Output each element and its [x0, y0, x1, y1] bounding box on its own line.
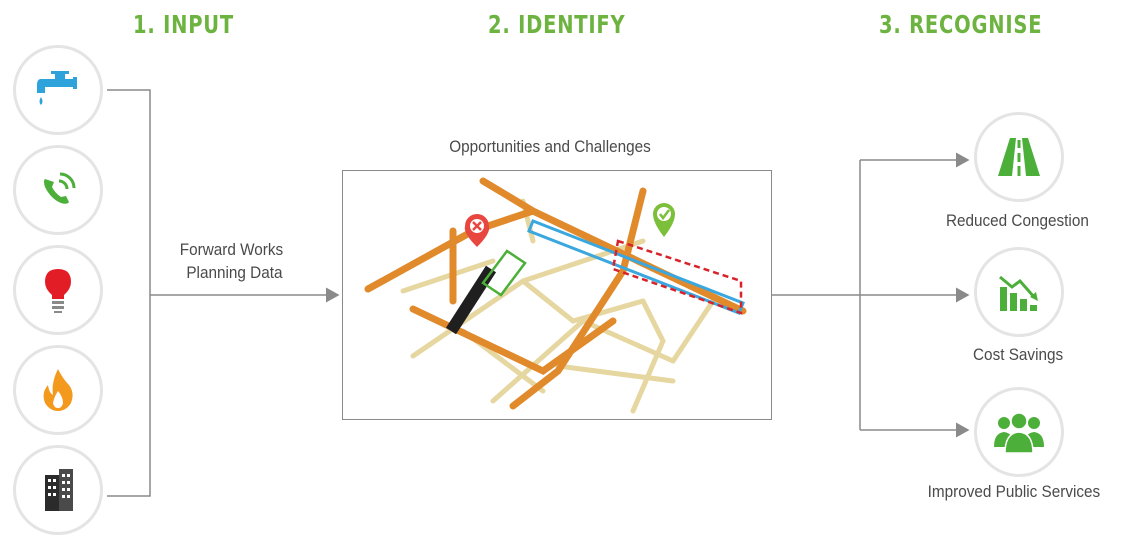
people-group-icon: [994, 412, 1044, 454]
input-circle-building: [13, 445, 103, 535]
building-icon: [45, 469, 73, 511]
outcome-circle-congestion: [974, 112, 1064, 202]
map-title: Opportunities and Challenges: [449, 137, 651, 156]
input-label-line1: Forward Works: [179, 240, 284, 259]
input-bracket-line: [107, 89, 151, 497]
outcome-circle-savings: [974, 247, 1064, 337]
savings-chart-icon: [999, 275, 1038, 311]
water-tap-icon: [37, 71, 77, 105]
step-recognise-heading: 3. RECOGNISE: [879, 10, 1043, 39]
step-identify-heading: 2. IDENTIFY: [488, 10, 626, 39]
input-circle-water: [13, 45, 103, 135]
outcome-circle-services: [974, 387, 1064, 477]
fire-icon: [43, 369, 73, 411]
outcome-label-savings: Cost Savings: [973, 345, 1064, 364]
outcome-label-services: Improved Public Services: [927, 482, 1101, 501]
road-icon: [998, 138, 1040, 176]
light-bulb-icon: [45, 269, 71, 313]
input-circle-phone: [13, 145, 103, 235]
input-label-line2: Planning Data: [186, 263, 283, 282]
opportunities-map: [342, 170, 772, 420]
phone-call-icon: [44, 172, 76, 204]
outcome-label-congestion: Reduced Congestion: [945, 211, 1089, 230]
input-circle-electricity: [13, 245, 103, 335]
street-map-illustration: [364, 177, 747, 414]
opportunity-marker-icon: [653, 203, 675, 237]
conflict-marker-icon: [464, 214, 490, 247]
step-input-heading: 1. INPUT: [133, 10, 235, 39]
input-circle-gas: [13, 345, 103, 435]
